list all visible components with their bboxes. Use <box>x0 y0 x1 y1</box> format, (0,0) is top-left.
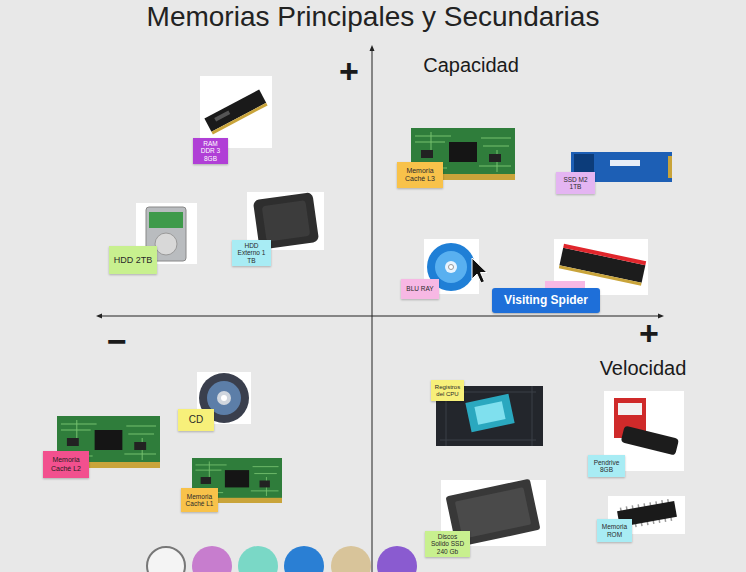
axis-title: Velocidad <box>600 357 687 380</box>
avatar-row-part <box>192 546 232 572</box>
note-text: HDD Externo 1 TB <box>235 242 268 264</box>
note-text: Visiting Spider <box>498 294 594 308</box>
note-text: Pendrive 8GB <box>591 459 622 474</box>
sticky-note: HDD Externo 1 TB <box>232 240 271 266</box>
hdd-picture-part <box>149 212 183 228</box>
sticky-note: BLU RAY <box>401 279 439 299</box>
sticky-note: Memoria Caché L2 <box>43 451 89 478</box>
note-text: BLU RAY <box>404 285 436 292</box>
axis-sign: + <box>339 52 359 91</box>
hdd-picture-part <box>155 233 177 255</box>
note-text: Memoria ROM <box>600 523 629 538</box>
bluray-picture-part <box>445 261 457 273</box>
ssd-m2-picture-part <box>610 160 640 166</box>
avatar-row-part <box>147 547 185 572</box>
avatar-row-part <box>331 546 371 572</box>
note-text: CD <box>181 414 211 426</box>
note-text: HDD 2TB <box>112 255 154 265</box>
pendrive-picture-part <box>618 403 642 415</box>
avatar-row <box>147 546 417 572</box>
axes-part <box>100 316 660 317</box>
note-text: Discos Solido SSD 240 Gb <box>428 533 467 555</box>
note-text: Memoria Caché L2 <box>46 456 86 472</box>
note-text: SSD M2 1TB <box>559 176 592 191</box>
axes-part <box>370 45 375 51</box>
note-text: Registros del CPU <box>434 384 461 398</box>
cursor-arrow-part <box>472 258 487 283</box>
cpu-picture-part <box>474 401 505 424</box>
axes-part <box>96 314 102 319</box>
axis-title: Capacidad <box>423 54 519 77</box>
sticky-note: Memoria Caché L3 <box>397 162 443 188</box>
ram-module-picture-part-part <box>214 110 230 121</box>
note-text: Memoria Caché L1 <box>184 493 215 508</box>
avatar-row-part <box>377 546 417 572</box>
sticky-note: RAM DDR 3 8GB <box>193 138 228 164</box>
avatar-row-part <box>238 546 278 572</box>
ram-ddr4-picture-part-part <box>563 244 646 265</box>
sticky-note: Memoria ROM <box>597 519 632 542</box>
cd-picture-part <box>217 391 231 405</box>
axes-part <box>372 50 373 572</box>
ssd-m2-picture-part <box>668 156 672 178</box>
board-title: Memorias Principales y Secundarias <box>0 0 746 34</box>
note-text: Memoria Caché L3 <box>400 167 440 183</box>
sticky-note: Memoria Caché L1 <box>181 488 218 512</box>
axis-sign: − <box>107 322 127 361</box>
axes <box>96 45 664 572</box>
user-tag: Visiting Spider <box>492 288 600 313</box>
external-hdd-picture-part <box>262 200 311 242</box>
sticky-note: Registros del CPU <box>431 380 464 401</box>
cursor-arrow <box>472 258 487 283</box>
sticky-note: CD <box>178 409 214 431</box>
sticky-note: Discos Solido SSD 240 Gb <box>425 531 470 557</box>
note-text: RAM DDR 3 8GB <box>196 140 225 162</box>
sticky-note: HDD 2TB <box>109 246 157 274</box>
sticky-note: SSD M2 1TB <box>556 172 595 194</box>
axis-sign: + <box>639 314 659 353</box>
bluray-picture-part <box>449 265 454 270</box>
cd-picture-part <box>221 395 227 401</box>
ram-module-picture-part <box>204 89 267 134</box>
avatar-row-part <box>284 546 324 572</box>
ram-ddr4-picture-part <box>559 244 646 286</box>
cpu-picture-part <box>465 394 514 432</box>
sticky-note: Pendrive 8GB <box>588 455 625 477</box>
pendrive-picture-part <box>621 425 679 455</box>
bluray-picture-part <box>435 251 467 283</box>
ram-module-picture-part-part <box>211 103 267 135</box>
